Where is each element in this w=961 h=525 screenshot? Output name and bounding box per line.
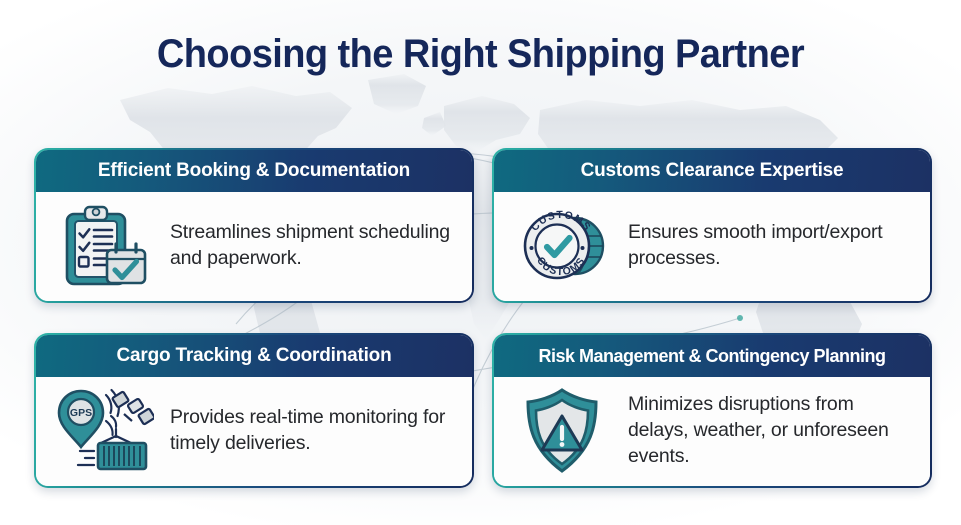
card-inner: Cargo Tracking & Coordination GPS	[36, 335, 472, 486]
card-body: GPS	[36, 377, 472, 486]
cards-grid: Efficient Booking & Documentation	[34, 148, 932, 496]
card-body: Minimizes disruptions from delays, weath…	[494, 377, 930, 486]
card-inner: Efficient Booking & Documentation	[36, 150, 472, 301]
card-customs-clearance[interactable]: Customs Clearance Expertise	[492, 148, 932, 303]
shield-warning-icon	[510, 383, 614, 479]
card-title-customs-clearance: Customs Clearance Expertise	[494, 150, 930, 192]
gps-satellite-container-icon: GPS	[52, 383, 156, 479]
page-title: Choosing the Right Shipping Partner	[156, 32, 805, 76]
card-inner: Customs Clearance Expertise	[494, 150, 930, 301]
card-text-efficient-booking: Streamlines shipment scheduling and pape…	[170, 221, 450, 269]
card-body: Streamlines shipment scheduling and pape…	[36, 192, 472, 301]
card-efficient-booking[interactable]: Efficient Booking & Documentation	[34, 148, 474, 303]
clipboard-checklist-calendar-icon	[52, 198, 156, 294]
card-title-efficient-booking: Efficient Booking & Documentation	[36, 150, 472, 192]
card-text-cargo-tracking: Provides real-time monitoring for timely…	[170, 406, 446, 454]
gps-icon-label: GPS	[70, 407, 92, 419]
card-cargo-tracking[interactable]: Cargo Tracking & Coordination GPS	[34, 333, 474, 488]
card-body: CUSTOMS CUSTOMS Ensures smooth import/ex…	[494, 192, 930, 301]
card-inner: Risk Management & Contingency Planning	[494, 335, 930, 486]
card-text-customs-clearance: Ensures smooth import/export processes.	[628, 221, 883, 269]
card-title-cargo-tracking: Cargo Tracking & Coordination	[36, 335, 472, 377]
card-title-risk-management: Risk Management & Contingency Planning	[494, 335, 930, 377]
card-risk-management[interactable]: Risk Management & Contingency Planning	[492, 333, 932, 488]
card-text-risk-management: Minimizes disruptions from delays, weath…	[628, 393, 889, 467]
customs-stamp-globe-icon: CUSTOMS CUSTOMS	[510, 198, 614, 294]
